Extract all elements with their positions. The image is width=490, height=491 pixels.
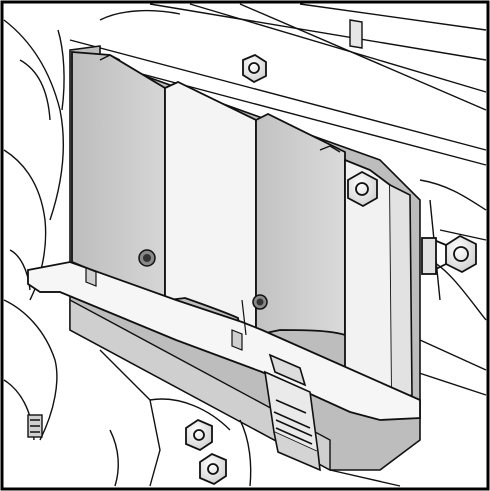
connector-plug (263, 353, 321, 472)
hex-bolt-bottom (185, 418, 227, 486)
background-machinery-top (69, 3, 487, 166)
hex-bolt-right (347, 170, 378, 208)
background-machinery-right (409, 179, 487, 396)
hex-bolt-top (242, 53, 267, 84)
hex-bolt-outer-right (421, 234, 477, 275)
background-machinery-bottom (99, 349, 401, 487)
background-machinery-left (3, 19, 65, 441)
